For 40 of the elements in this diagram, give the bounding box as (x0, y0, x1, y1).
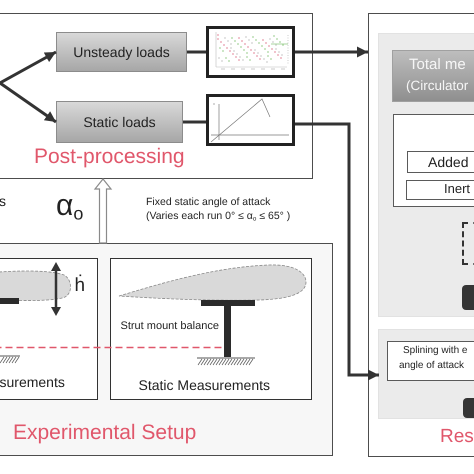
line-plot-thumbnail (206, 94, 295, 146)
shaded-panel (379, 34, 474, 316)
scatter-plot-thumbnail (206, 26, 295, 78)
section-panel (0, 13, 313, 179)
symbol-label: α$_{o}$ (56, 189, 84, 224)
result-box (392, 50, 474, 102)
process-box (56, 101, 183, 143)
box-label: Inert (444, 182, 470, 197)
arrow (0, 50, 57, 84)
measurement-box (0, 258, 98, 400)
hollow-arrow (94, 178, 112, 244)
box-label: Splining with e (403, 345, 468, 356)
section-panel (368, 13, 474, 457)
box-label: (Circulator (406, 78, 468, 94)
annotation-text: Fixed static angle of attack (Varies each run 0° ≤ α$_{o}$ ≤ 65° ) (146, 196, 292, 224)
process-box (387, 341, 474, 381)
section-panel (0, 243, 333, 456)
box-label: Static loads (83, 114, 156, 130)
arrow (295, 46, 368, 58)
measurement-box (110, 258, 312, 400)
arrow (0, 82, 57, 124)
outline-box (393, 114, 474, 207)
symbol-label: ḣ (74, 274, 86, 296)
arrow (295, 122, 379, 380)
box-caption: surements (0, 374, 65, 390)
box-label: Total me (409, 56, 466, 74)
part-label: Strut mount balance (120, 320, 219, 332)
box-label: Unsteady loads (73, 44, 170, 60)
box-label: angle of attack (399, 360, 464, 372)
panel-title: Experimental Setup (13, 421, 196, 446)
process-box (56, 32, 187, 72)
box-caption: Static Measurements (138, 376, 270, 393)
panel-title: Post-processing (34, 145, 185, 170)
dashed-line (0, 346, 224, 348)
box-label: Added (428, 154, 468, 170)
connector-line (187, 50, 206, 54)
panel-title: Res (440, 426, 474, 448)
strut-post (224, 304, 230, 356)
shaded-panel (379, 330, 474, 418)
connector-line (183, 120, 206, 124)
